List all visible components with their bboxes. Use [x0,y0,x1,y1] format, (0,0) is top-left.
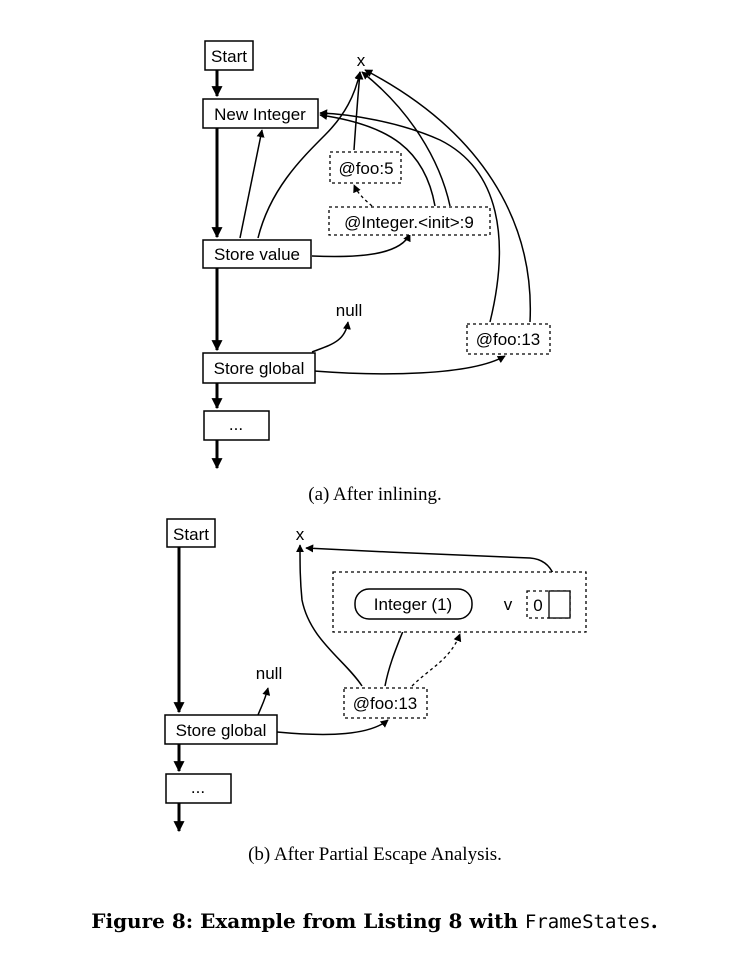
integer-init9-label: @Integer.<init>:9 [344,213,474,232]
edge-init9-to-x [361,71,451,207]
new-integer-label: New Integer [214,105,306,124]
foo13-label: @foo:13 [476,330,541,349]
store-global-node-a: Store global [202,352,316,384]
edge-init9-outer-foo5 [353,184,373,207]
ellipsis-node-a: ... [203,410,270,441]
edge-foo5-to-x [353,71,364,151]
figure-caption-prefix: Figure 8: Example from Listing 8 with [91,909,525,933]
edge-store-value-to-init9 [311,233,411,258]
panel-a: Start New Integer Store value Store glob… [202,40,551,505]
new-integer-node: New Integer [202,98,319,129]
ellipsis-label-b: ... [191,778,205,797]
store-global-label-b: Store global [176,721,267,740]
store-global-node-b: Store global [164,714,278,745]
field-value-label: 0 [533,596,542,615]
integer-virtual-node [354,588,473,620]
x-value-a: x [357,51,366,70]
edge-init9-to-new-integer [319,112,436,207]
data-edges-a [239,69,532,375]
ellipsis-label: ... [229,415,243,434]
edge-foo13-to-x-b [296,544,363,687]
caption-a: (a) After inlining. [308,484,442,505]
field-ref-box [548,590,571,619]
start-node-a: Start [204,40,254,71]
store-global-label: Store global [214,359,305,378]
start-label-b: Start [173,525,209,544]
panel-b: Start Store global ... Integer (1) v 0 @… [164,518,587,865]
frame-state-foo5: @foo:5 [329,151,402,184]
null-value-a: null [336,301,362,320]
virtual-object-state: Integer (1) v 0 [332,571,587,633]
field-v-label: v [504,595,513,614]
integer-virtual-label: Integer (1) [374,595,452,614]
frame-state-integer-init9: @Integer.<init>:9 [328,206,491,236]
edge-foo13-to-new-integer [319,109,501,323]
edge-store-null [311,321,351,353]
figure-caption-code: FrameStates [524,911,651,933]
start-label: Start [211,47,247,66]
figure-caption-suffix: . [650,909,658,933]
edge-store-global-to-foo13 [313,355,506,375]
frame-state-foo13-b: @foo:13 [343,687,428,719]
foo5-label: @foo:5 [338,159,393,178]
caption-b: (b) After Partial Escape Analysis. [248,844,502,865]
ellipsis-node-b: ... [165,773,232,804]
x-value-b: x [296,525,305,544]
store-value-node: Store value [202,239,312,269]
null-value-b: null [256,664,282,683]
edge-foo13-to-x [364,69,532,323]
store-value-label: Store value [214,245,300,264]
start-node-b: Start [166,518,216,548]
edge-store-null-b [257,687,271,716]
edge-store-value-to-x [257,71,363,239]
edge-foo13-to-virtual-state [411,633,462,687]
frame-state-foo13-a: @foo:13 [466,323,551,355]
edge-store-value-to-new-integer [239,129,265,239]
edge-store-global-to-foo13-b [276,719,389,736]
figure-caption: Figure 8: Example from Listing 8 with Fr… [0,909,749,933]
foo13-label-b: @foo:13 [353,694,418,713]
